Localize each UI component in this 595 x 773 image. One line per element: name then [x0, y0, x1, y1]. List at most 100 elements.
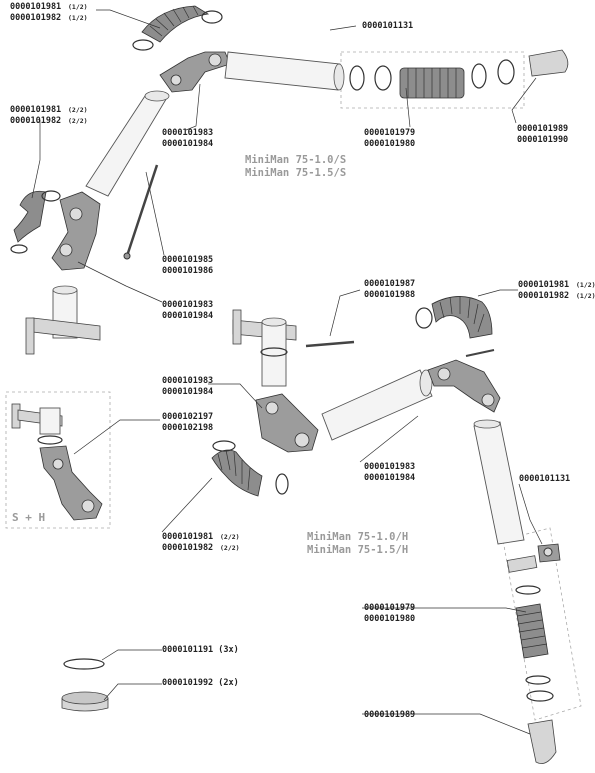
flex-hose-part — [431, 296, 493, 339]
hose-clamp — [212, 440, 236, 452]
svg-text:0000101984: 0000101984 — [364, 473, 415, 483]
nozzle-part — [527, 719, 557, 765]
part-callout: 0000102197 0000102198 — [162, 412, 213, 433]
svg-text:0000101990: 0000101990 — [517, 135, 568, 145]
svg-text:0000101981: 0000101981 — [10, 2, 61, 12]
hose-clamp — [415, 307, 433, 329]
svg-text:0000101982: 0000101982 — [10, 116, 61, 126]
part-callout: 0000101989 0000101990 — [517, 124, 568, 145]
svg-text:0000101982: 0000101982 — [162, 543, 213, 553]
part-callout: 0000101983 0000101984 — [162, 300, 213, 321]
part-callout: 0000101981 (2/2) 0000101982 (2/2) — [162, 532, 240, 553]
flex-hose-part — [141, 5, 210, 43]
sleeve-part — [61, 691, 109, 712]
svg-text:0000101984: 0000101984 — [162, 387, 213, 397]
sh-group-label: S + H — [12, 511, 45, 524]
part-callout: 0000101983 0000101984 — [364, 462, 415, 483]
hose-clamp — [374, 65, 392, 91]
part-callout: 0000101191 (3x) — [162, 645, 239, 655]
hose-clamp — [525, 675, 551, 685]
hose-clamp — [10, 244, 28, 254]
wall-bracket-part — [11, 403, 63, 435]
svg-text:0000101982: 0000101982 — [518, 291, 569, 301]
part-callout: 0000101981 (2/2) 0000101982 (2/2) — [10, 105, 88, 126]
svg-text:0000101981: 0000101981 — [518, 280, 569, 290]
hose-clamp — [526, 690, 554, 702]
hose-clamp — [41, 190, 61, 202]
hose-clamp — [201, 10, 223, 24]
model-label-s: MiniMan 75-1.5/S — [245, 167, 346, 179]
gas-spring — [305, 340, 355, 348]
tube-sleeve — [506, 555, 538, 573]
part-callout: 0000101985 0000101986 — [162, 255, 213, 276]
arm-tube — [224, 51, 341, 91]
arm-tube — [85, 95, 169, 197]
joint-housing-part — [159, 51, 231, 93]
part-callout: 0000101992 (2x) — [162, 678, 239, 688]
svg-text:0000101984: 0000101984 — [162, 311, 213, 321]
wall-bracket-part — [25, 285, 101, 355]
model-label-h: MiniMan 75-1.0/H — [307, 531, 408, 543]
svg-text:0000101982: 0000101982 — [10, 13, 61, 23]
svg-text:0000101980: 0000101980 — [364, 614, 415, 624]
svg-text:0000101979: 0000101979 — [364, 603, 415, 613]
part-callout: 0000101989 — [364, 710, 415, 720]
part-callout: 0000101981 (1/2) 0000101982 (1/2) — [518, 280, 595, 301]
hose-clamp — [275, 473, 289, 495]
svg-text:(2/2): (2/2) — [68, 117, 88, 125]
svg-text:0000101983: 0000101983 — [162, 376, 213, 386]
group-box-lower-hose — [502, 527, 582, 721]
gas-spring — [125, 164, 159, 257]
flex-hose-part — [399, 67, 465, 99]
arm-tube — [321, 369, 433, 441]
svg-text:(1/2): (1/2) — [576, 292, 595, 300]
svg-text:0000101989: 0000101989 — [517, 124, 568, 134]
svg-text:0000101983: 0000101983 — [364, 462, 415, 472]
svg-text:0000101987: 0000101987 — [364, 279, 415, 289]
svg-text:0000101983: 0000101983 — [162, 300, 213, 310]
part-callout: 0000101979 0000101980 — [364, 128, 415, 149]
flex-hose-part — [211, 449, 263, 497]
svg-text:0000102198: 0000102198 — [162, 423, 213, 433]
arm-tube — [473, 421, 525, 545]
svg-text:(1/2): (1/2) — [68, 14, 88, 22]
svg-text:0000101986: 0000101986 — [162, 266, 213, 276]
leader-lines — [31, 9, 543, 735]
svg-text:0000101984: 0000101984 — [162, 139, 213, 149]
part-callout: 0000101979 0000101980 — [364, 603, 415, 624]
clamp-ring-part — [63, 658, 105, 670]
damper-knob-part — [537, 543, 561, 563]
wall-bracket-part — [232, 309, 297, 387]
svg-text:0000101983: 0000101983 — [162, 128, 213, 138]
svg-text:(2/2): (2/2) — [220, 544, 240, 552]
part-callout: 0000101131 — [362, 21, 413, 31]
svg-text:0000102197: 0000102197 — [162, 412, 213, 422]
hose-clamp — [515, 585, 541, 595]
svg-text:0000101981: 0000101981 — [10, 105, 61, 115]
svg-text:(2/2): (2/2) — [68, 106, 88, 114]
svg-text:0000101985: 0000101985 — [162, 255, 213, 265]
part-callout: 0000101131 — [519, 474, 570, 484]
svg-text:0000101981: 0000101981 — [162, 532, 213, 542]
joint-housing-part — [427, 359, 501, 413]
part-callout: 0000101983 0000101984 — [162, 128, 213, 149]
hose-clamp — [471, 63, 487, 89]
svg-text:(1/2): (1/2) — [576, 281, 595, 289]
joint-housing-part — [39, 445, 103, 521]
joint-housing-part — [51, 191, 101, 271]
hose-clamp — [37, 435, 63, 445]
hose-clamp — [132, 39, 154, 51]
joint-housing-part — [255, 393, 319, 453]
model-label-h: MiniMan 75-1.5/H — [307, 544, 408, 556]
part-callout: 0000101981 (1/2) 0000101982 (1/2) — [10, 2, 88, 23]
hose-clamp — [349, 65, 365, 91]
part-callout: 0000101987 0000101988 — [364, 279, 415, 300]
svg-text:(2/2): (2/2) — [220, 533, 240, 541]
flex-hose-part — [515, 603, 549, 659]
svg-text:0000101980: 0000101980 — [364, 139, 415, 149]
model-label-s: MiniMan 75-1.0/S — [245, 154, 346, 166]
part-callout: 0000101983 0000101984 — [162, 376, 213, 397]
flex-hose-part — [13, 190, 47, 243]
svg-text:0000101979: 0000101979 — [364, 128, 415, 138]
